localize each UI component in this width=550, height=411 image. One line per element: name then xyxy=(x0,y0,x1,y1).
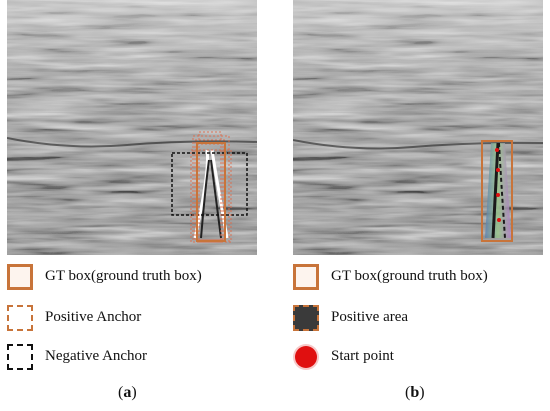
radar-image-b xyxy=(293,0,543,255)
gt-box-b xyxy=(481,140,513,242)
legend-label: Positive area xyxy=(331,309,409,325)
radar-image-a xyxy=(7,0,257,255)
caption-letter-a: a xyxy=(123,384,132,401)
legend-label: GT box(ground truth box) xyxy=(45,268,202,284)
negative-anchor-swatch xyxy=(7,344,33,370)
start-points xyxy=(495,148,501,222)
negative-anchor-box xyxy=(171,152,248,216)
positive-area-swatch xyxy=(293,305,319,331)
caption-paren-close: ) xyxy=(419,384,425,401)
legend-label: Start point xyxy=(331,348,394,364)
caption-letter-b: b xyxy=(410,384,420,401)
caption-a: (a) xyxy=(118,384,137,402)
caption-paren-close: ) xyxy=(131,384,137,401)
caption-paren-open: ( xyxy=(118,384,124,401)
legend-label: Positive Anchor xyxy=(45,309,142,325)
gt-box-a xyxy=(196,142,226,242)
gt-box-swatch-b xyxy=(293,264,319,290)
gt-box-swatch-a xyxy=(7,264,33,290)
caption-b: (b) xyxy=(405,384,425,402)
start-point-swatch xyxy=(295,346,317,368)
legend-label: GT box(ground truth box) xyxy=(331,268,488,284)
positive-anchor-swatch xyxy=(7,305,33,331)
legend-label: Negative Anchor xyxy=(45,348,148,364)
caption-paren-open: ( xyxy=(405,384,411,401)
